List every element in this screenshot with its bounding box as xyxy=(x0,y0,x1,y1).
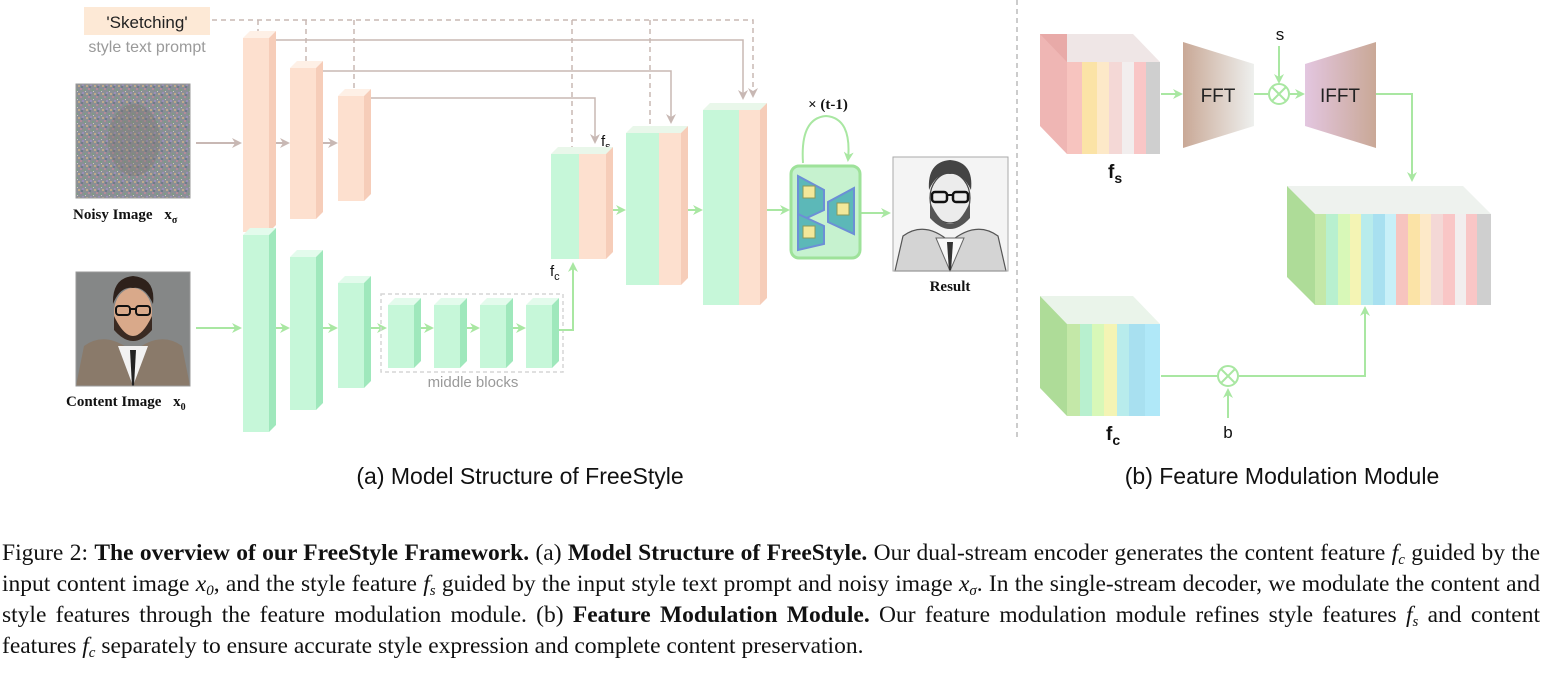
modulation-module-icon xyxy=(789,164,862,260)
decoder xyxy=(551,103,767,305)
caption-sym-x0: x0 xyxy=(195,571,214,599)
style-encoder xyxy=(243,31,371,232)
middle-blocks xyxy=(388,298,559,368)
middle-blocks-label: middle blocks xyxy=(428,374,519,391)
caption-text1: Our dual-stream encoder generates the co… xyxy=(873,540,1386,566)
mul-to-output-arrow xyxy=(1239,306,1370,377)
b-label: b xyxy=(1223,423,1232,442)
figure-diagram: 'Sketching' style text prompt Noisy Imag… xyxy=(66,0,1491,489)
caption-text6: Our feature modulation module refines st… xyxy=(879,602,1397,628)
caption-fig-num: Figure 2: xyxy=(2,540,88,566)
noisy-image-label: Noisy Image xσ xyxy=(73,207,178,226)
s-label: s xyxy=(1276,25,1285,44)
fft-label: FFT xyxy=(1201,86,1236,107)
result-label: Result xyxy=(930,279,971,295)
prompt-dashed-connections xyxy=(212,19,758,148)
caption-sym-fs-2: fs xyxy=(1405,602,1419,630)
middle-blocks-frame xyxy=(380,293,564,373)
fc-feature-stack xyxy=(1040,296,1160,416)
caption-part-b: (b) xyxy=(536,602,564,628)
caption-text7: and content features xyxy=(2,602,1541,659)
content-image xyxy=(75,271,191,387)
ifft-to-output-arrow xyxy=(1376,93,1417,182)
fs-feature-stack xyxy=(1040,34,1160,154)
panel-b-subtitle: (b) Feature Modulation Module xyxy=(1125,463,1440,489)
caption-text3: , and the style feature xyxy=(213,571,417,597)
panel-a: 'Sketching' style text prompt Noisy Imag… xyxy=(66,7,1009,489)
content-image-label: Content Image x0 xyxy=(66,394,186,413)
content-encoder xyxy=(243,228,371,432)
caption-sym-xsigma: xσ xyxy=(958,571,977,599)
fft-block xyxy=(1183,42,1254,148)
caption-part-a: (a) xyxy=(535,540,562,566)
figure-caption: Figure 2: The overview of our FreeStyle … xyxy=(2,538,1540,662)
panel-a-subtitle: (a) Model Structure of FreeStyle xyxy=(356,463,683,489)
ifft-label: IFFT xyxy=(1320,86,1360,107)
noisy-image-ghost xyxy=(108,104,160,176)
loop-label: × (t-1) xyxy=(808,97,848,113)
caption-sym-fs: fs xyxy=(423,571,436,599)
prompt-chip-text: 'Sketching' xyxy=(106,13,187,32)
panel-b: fs FFT s IFFT xyxy=(1040,25,1491,489)
caption-bold-title: The overview of our FreeStyle Framework. xyxy=(94,540,530,566)
caption-bold-b: Feature Modulation Module. xyxy=(572,602,870,628)
noisy-image xyxy=(75,83,191,199)
prompt-caption: style text prompt xyxy=(88,39,206,56)
caption-text5: . In the single-stream decoder, we modul… xyxy=(2,571,1541,628)
loop-arrow xyxy=(801,114,854,164)
fc-path-arrow xyxy=(559,262,578,331)
caption-sym-fc: fc xyxy=(1391,540,1405,568)
caption-text2: guided by the input content image xyxy=(2,540,1541,597)
fc-stack-label: fc xyxy=(1106,424,1120,448)
caption-bold-a: Model Structure of FreeStyle. xyxy=(567,540,868,566)
decoder-arrows xyxy=(613,205,891,218)
prompt-chip xyxy=(84,7,210,35)
output-feature-stack xyxy=(1287,186,1491,305)
ifft-block xyxy=(1305,42,1376,148)
caption-sym-fc-2: fc xyxy=(82,633,96,661)
result-image xyxy=(892,156,1009,273)
caption-text8: separately to ensure accurate style expr… xyxy=(101,633,864,659)
style-skip-connections xyxy=(276,39,748,144)
fs-stack-label: fs xyxy=(1108,162,1122,186)
fc-label: fc xyxy=(550,263,560,283)
multiply-s-icon xyxy=(1268,83,1290,105)
caption-text4: guided by the input style text prompt an… xyxy=(441,571,953,597)
multiply-b-icon xyxy=(1217,365,1239,387)
